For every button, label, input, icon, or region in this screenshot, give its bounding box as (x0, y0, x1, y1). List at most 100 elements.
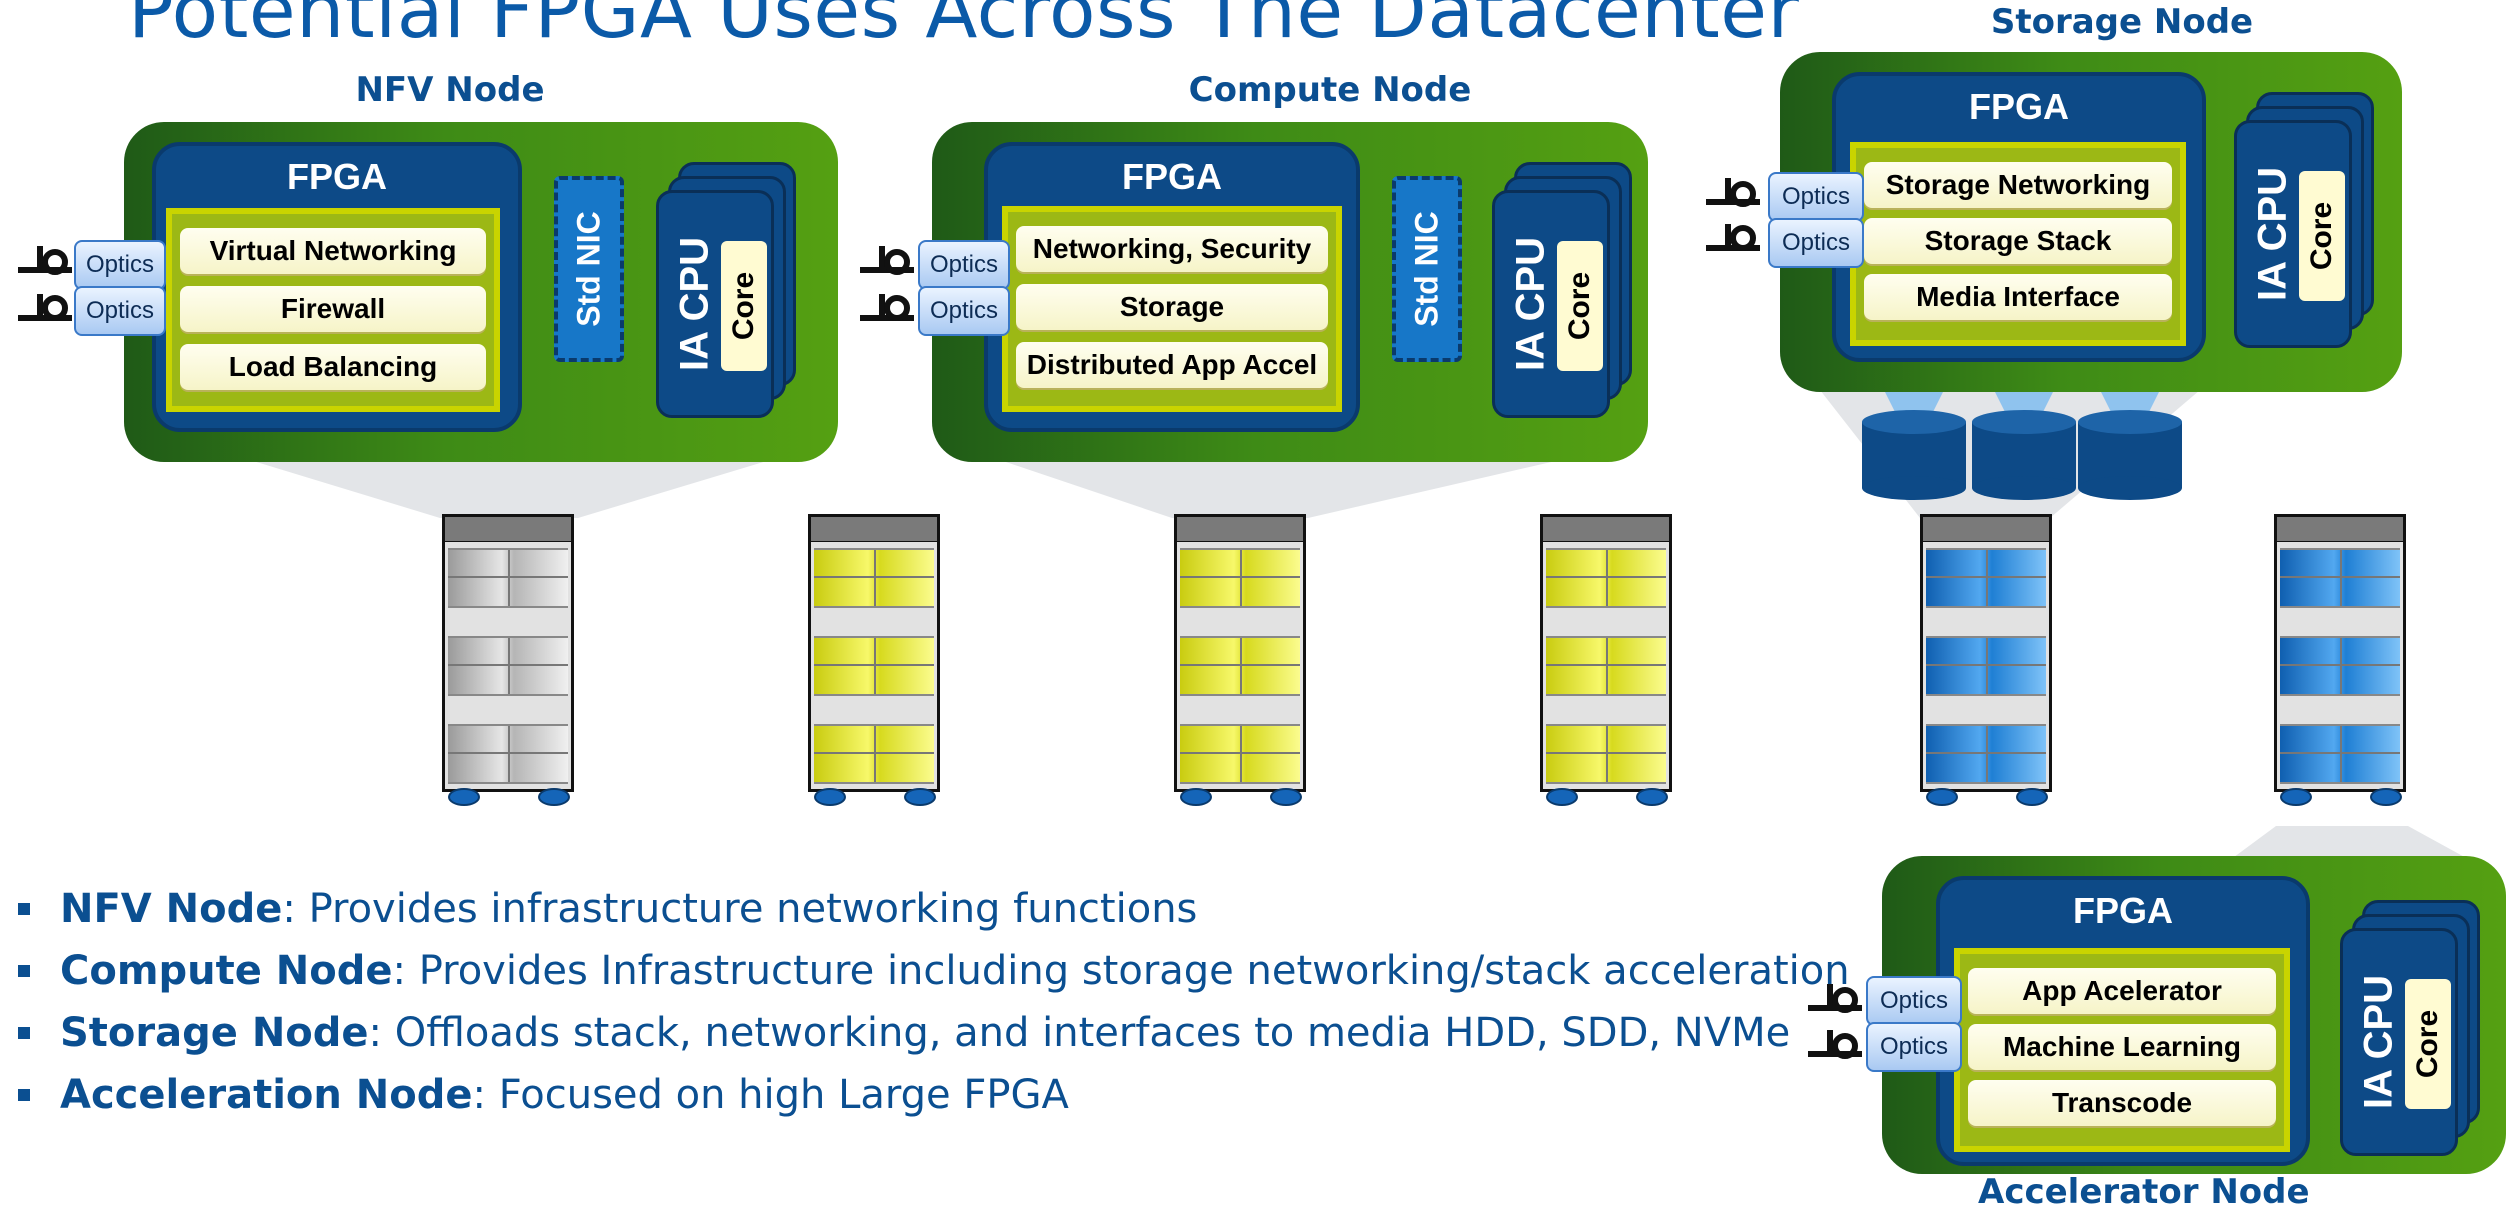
rack-body (1174, 542, 1306, 792)
accelerator-function-transcode: Transcode (1968, 1080, 2276, 1126)
rack-server-bay (1546, 724, 1666, 784)
compute-function-distributed-app-accel: Distributed App Accel (1016, 342, 1328, 388)
rack-server-bay (2280, 548, 2400, 608)
nfv-ia-cpu: IA CPU Core (656, 190, 774, 418)
rack-top (1920, 514, 2052, 544)
bullet-item-storage: Storage Node: Offloads stack, networking… (12, 1002, 1850, 1064)
rack-body (808, 542, 940, 792)
rack-top (808, 514, 940, 544)
bullet-item-nfv: NFV Node: Provides infrastructure networ… (12, 878, 1850, 940)
rack-wheel (2370, 788, 2402, 806)
nfv-optics-1: Optics (74, 240, 166, 290)
compute-std-nic: Std NIC (1392, 176, 1462, 362)
compute-std-nic-label: Std NIC (1408, 211, 1445, 327)
rack-server-bay (1926, 636, 2046, 696)
compute-ia-cpu: IA CPU Core (1492, 190, 1610, 418)
bullet-item-compute: Compute Node: Provides Infrastructure in… (12, 940, 1850, 1002)
bullet-item-acceleration: Acceleration Node: Focused on high Large… (12, 1064, 1850, 1126)
bullet-text: : Provides infrastructure networking fun… (282, 886, 1198, 932)
rack-wheel (814, 788, 846, 806)
disk-3 (2078, 410, 2182, 500)
rack-top (442, 514, 574, 544)
storage-optics-1: Optics (1768, 172, 1864, 222)
accelerator-function-app-acelerator: App Acelerator (1968, 968, 2276, 1014)
server-rack-yellow (1540, 514, 1672, 806)
accelerator-core: Core (2405, 979, 2451, 1109)
rack-wheel (1636, 788, 1668, 806)
bullet-list: NFV Node: Provides infrastructure networ… (12, 878, 1850, 1126)
storage-function-media-interface: Media Interface (1864, 274, 2172, 320)
nfv-std-nic: Std NIC (554, 176, 624, 362)
rack-body (1540, 542, 1672, 792)
rack-wheel (1546, 788, 1578, 806)
nfv-core: Core (721, 241, 767, 371)
bullet-text: : Focused on high Large FPGA (472, 1072, 1069, 1118)
rack-wheel (2016, 788, 2048, 806)
rack-top (1174, 514, 1306, 544)
bullet-text: : Offloads stack, networking, and interf… (368, 1010, 1791, 1056)
storage-optics-2: Optics (1768, 218, 1864, 268)
disk-2 (1972, 410, 2076, 500)
storage-core-label: Core (2305, 201, 2338, 271)
server-rack-blue (2274, 514, 2406, 806)
rack-wheel (448, 788, 480, 806)
bullet-term: Compute Node (60, 948, 393, 994)
storage-function-storage-stack: Storage Stack (1864, 218, 2172, 264)
server-rack-blue (1920, 514, 2052, 806)
compute-function-networking-security: Networking, Security (1016, 226, 1328, 272)
accelerator-optics-1: Optics (1866, 976, 1962, 1026)
bullet-term: Acceleration Node (60, 1072, 473, 1118)
nfv-std-nic-label: Std NIC (570, 211, 607, 327)
accelerator-function-machine-learning: Machine Learning (1968, 1024, 2276, 1070)
rack-top (1540, 514, 1672, 544)
nfv-function-virtual-networking: Virtual Networking (180, 228, 486, 274)
nfv-function-firewall: Firewall (180, 286, 486, 332)
compute-node-label: Compute Node (1188, 70, 1472, 110)
accelerator-function-panel: App Acelerator Machine Learning Transcod… (1954, 948, 2290, 1152)
compute-function-storage: Storage (1016, 284, 1328, 330)
server-rack-yellow (808, 514, 940, 806)
storage-core: Core (2299, 171, 2345, 301)
rack-server-bay (814, 724, 934, 784)
storage-ia-cpu: IA CPU Core (2234, 120, 2352, 348)
nfv-node-label: NFV Node (355, 70, 545, 110)
storage-function-panel: Storage Networking Storage Stack Media I… (1850, 142, 2186, 346)
bullet-text: : Provides Infrastructure including stor… (392, 948, 1850, 994)
rack-wheel (2280, 788, 2312, 806)
rack-server-bay (1926, 548, 2046, 608)
accelerator-fiber-icon (1808, 984, 1862, 1059)
rack-server-bay (448, 724, 568, 784)
rack-server-bay (1546, 548, 1666, 608)
compute-optics-1: Optics (918, 240, 1010, 290)
storage-node-label: Storage Node (1990, 2, 2254, 42)
rack-body (2274, 542, 2406, 792)
accelerator-node-label: Accelerator Node (1978, 1172, 2310, 1212)
accelerator-ia-cpu-label: IA CPU (2356, 974, 2401, 1110)
compute-optics-2: Optics (918, 286, 1010, 336)
nfv-fpga-title: FPGA (286, 156, 387, 197)
rack-wheel (904, 788, 936, 806)
rack-server-bay (2280, 724, 2400, 784)
rack-server-bay (814, 636, 934, 696)
nfv-funnel (250, 460, 770, 518)
accelerator-core-label: Core (2411, 1009, 2444, 1079)
storage-fiber-icon (1706, 178, 1760, 251)
nfv-optics-2: Optics (74, 286, 166, 336)
compute-funnel (1000, 460, 1560, 518)
compute-fiber-icon (860, 246, 914, 321)
server-rack-gray (442, 514, 574, 806)
page-title: Potential FPGA Uses Across The Datacente… (128, 0, 1800, 55)
storage-function-storage-networking: Storage Networking (1864, 162, 2172, 208)
nfv-function-load-balancing: Load Balancing (180, 344, 486, 390)
accelerator-ia-cpu: IA CPU Core (2340, 928, 2458, 1156)
nfv-ia-cpu-label: IA CPU (672, 236, 717, 372)
nfv-fiber-icon (18, 246, 72, 321)
rack-server-bay (1180, 724, 1300, 784)
accelerator-fpga-title: FPGA (2072, 890, 2173, 931)
bullet-term: Storage Node (60, 1010, 369, 1056)
disk-1 (1862, 410, 1966, 500)
accelerator-optics-2: Optics (1866, 1022, 1962, 1072)
bullet-term: NFV Node (60, 886, 283, 932)
rack-body (1920, 542, 2052, 792)
compute-ia-cpu-label: IA CPU (1508, 236, 1553, 372)
